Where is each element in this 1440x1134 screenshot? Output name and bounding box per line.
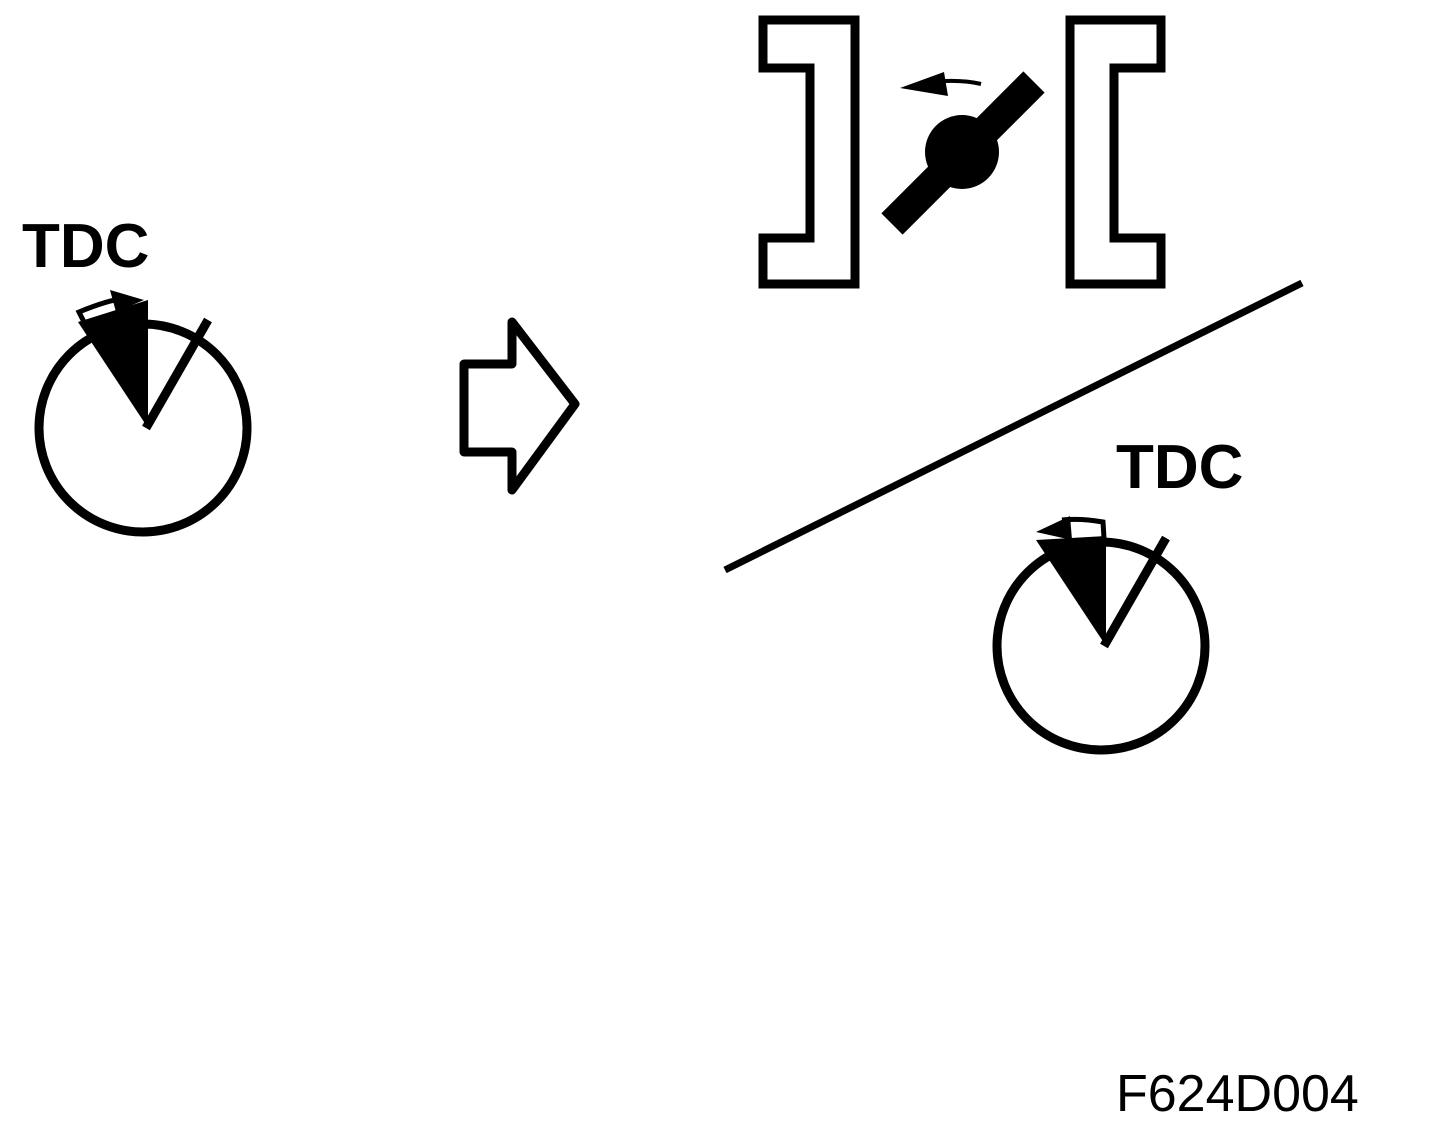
throttle-valve-icon (758, 15, 1166, 289)
figure-code: F624D004 (1116, 1065, 1359, 1123)
crank-dial-counterclockwise-icon (992, 516, 1210, 755)
right-arrow-outline-icon (459, 317, 580, 495)
divider-line (723, 279, 1304, 574)
crank-dial-clockwise-icon (34, 290, 252, 537)
tdc-label-right: TDC (1116, 433, 1243, 502)
tdc-label-left: TDC (22, 212, 149, 281)
